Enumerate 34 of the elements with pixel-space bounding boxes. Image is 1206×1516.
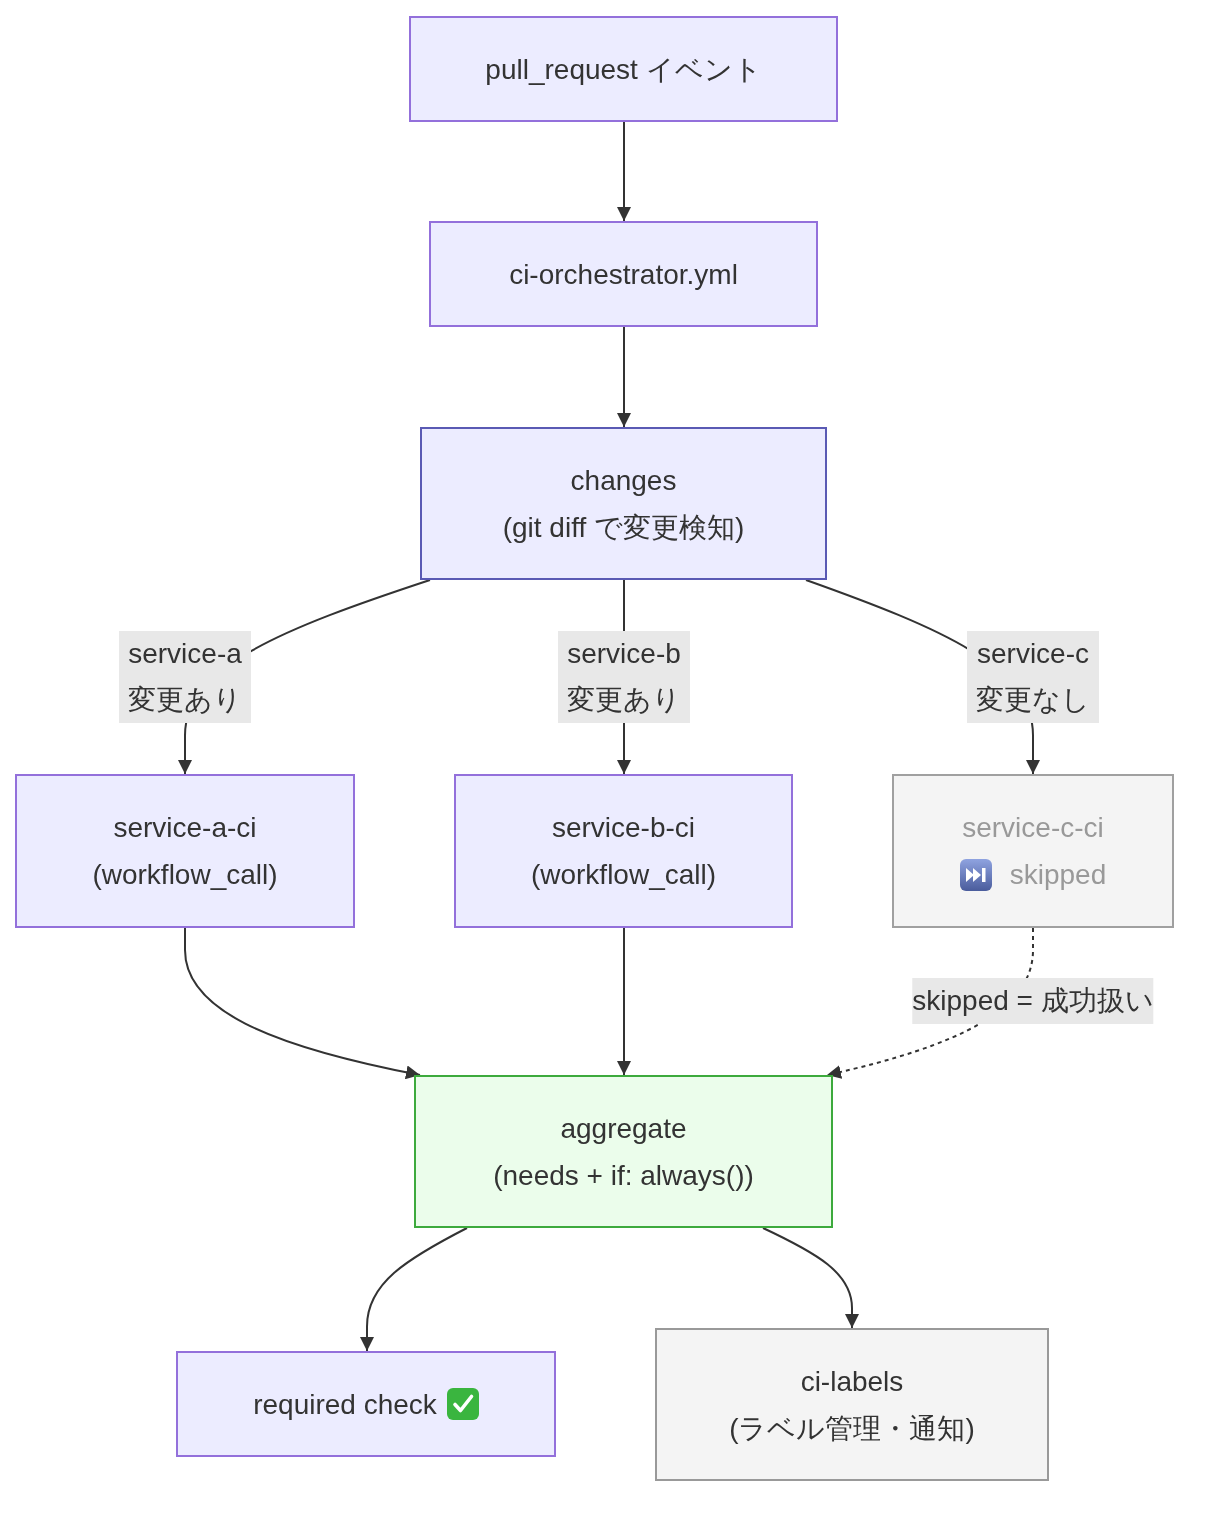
node-label: service-b-ci: [551, 811, 696, 845]
arrow: [184, 927, 421, 1080]
edge-label: service-a 変更あり: [119, 631, 251, 723]
node-label: (workflow_call): [92, 858, 278, 892]
node-label: service-a-ci: [113, 811, 257, 845]
node-label: ci-orchestrator.yml: [509, 257, 738, 292]
process-box: [655, 1328, 1049, 1481]
process-box: [420, 427, 827, 580]
node-label: changes: [570, 463, 677, 498]
process-box: [892, 774, 1174, 928]
arrow: [762, 1227, 859, 1329]
process-box: [429, 221, 818, 327]
arrow: [360, 1227, 468, 1352]
edge-label: service-b 変更あり: [558, 631, 690, 723]
arrow: [617, 326, 631, 428]
node-label: pull_request イベント: [485, 52, 762, 87]
node-label: required check: [253, 1387, 437, 1422]
node-label: (needs + if: always()): [493, 1158, 754, 1193]
node-label: ci-labels: [800, 1364, 904, 1399]
node-label: (workflow_call): [530, 858, 717, 892]
process-box: [15, 774, 355, 928]
process-box: [176, 1351, 556, 1457]
node-label: skipped: [1009, 858, 1107, 892]
arrow: [617, 927, 631, 1076]
node-label: (ラベル管理・通知): [729, 1411, 975, 1446]
node-label: aggregate: [560, 1111, 687, 1146]
node-label: service-c-ci: [962, 811, 1104, 845]
arrow: [617, 121, 631, 222]
edge-label: skipped = 成功扱い: [912, 978, 1154, 1024]
process-box: [414, 1075, 833, 1228]
process-box: [409, 16, 838, 122]
edge-label: service-c 変更なし: [967, 631, 1099, 723]
process-box: [454, 774, 793, 928]
node-label: (git diff で変更検知): [502, 510, 745, 545]
